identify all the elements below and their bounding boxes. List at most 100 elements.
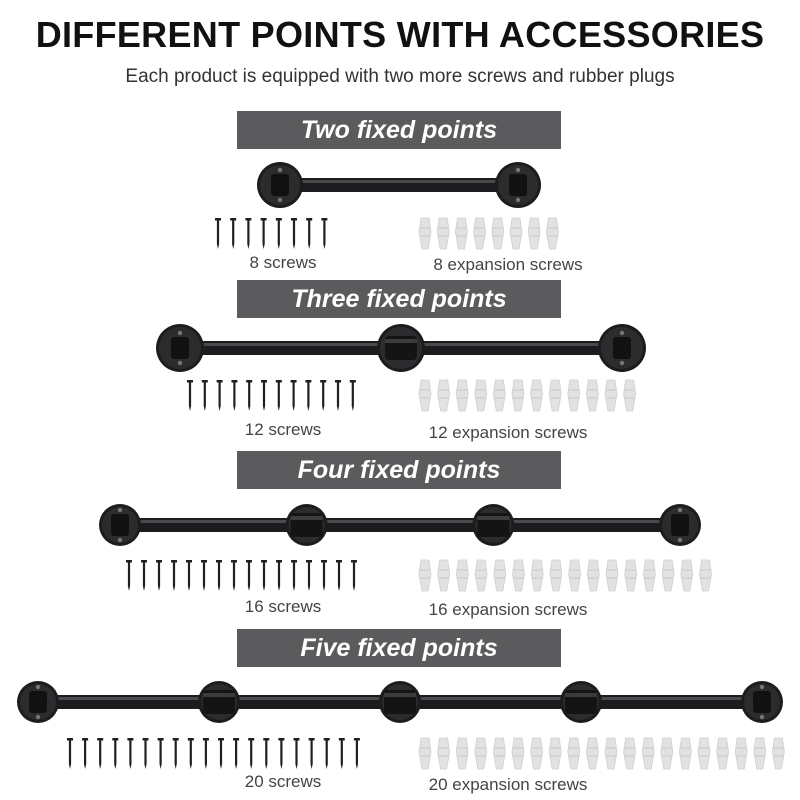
rubber-plug-icon xyxy=(697,737,711,770)
rubber-plug-icon xyxy=(624,559,638,592)
screw-icon xyxy=(338,738,345,769)
banner-four-fixed-points: Four fixed points xyxy=(237,451,561,489)
screw-icon xyxy=(306,560,312,591)
wall-flange-icon xyxy=(598,324,646,372)
screw-icon xyxy=(156,560,162,591)
screw-icon xyxy=(231,560,237,591)
screw-icon xyxy=(278,738,285,769)
screw-icon xyxy=(308,738,315,769)
rubber-plug-icon xyxy=(716,737,730,770)
screw-icon xyxy=(218,738,224,769)
screw-icon xyxy=(216,560,222,591)
handrail-3-points xyxy=(156,324,646,372)
screw-icon xyxy=(233,738,240,769)
rubber-plug-icon xyxy=(623,737,637,770)
screw-icon xyxy=(67,738,73,769)
rubber-plug-icon xyxy=(509,217,523,250)
rubber-plug-icon xyxy=(493,559,507,592)
rubber-plug-icon xyxy=(437,559,451,592)
screw-icon xyxy=(187,380,193,411)
rubber-plug-icon xyxy=(661,559,675,592)
rubber-plug-icon xyxy=(641,737,655,770)
rubber-plug-icon xyxy=(455,379,469,412)
screw-icon xyxy=(336,560,342,591)
screw-icon xyxy=(112,738,119,769)
rubber-plug-icon xyxy=(753,737,767,770)
rubber-plug-icon xyxy=(511,379,525,412)
screw-icon xyxy=(187,738,194,769)
rubber-plug-icon xyxy=(530,559,544,592)
wall-flange-icon xyxy=(285,504,328,546)
rubber-plug-icon xyxy=(418,737,432,770)
screw-icon xyxy=(353,738,360,769)
rubber-plug-icon xyxy=(567,737,581,770)
screw-icon xyxy=(246,560,252,591)
screw-icon xyxy=(126,560,132,591)
wall-flange-icon xyxy=(257,162,303,208)
screw-icon xyxy=(245,218,252,249)
plugs-label-five: 20 expansion screws xyxy=(428,775,588,794)
wall-flange-icon xyxy=(379,681,421,723)
screw-icon xyxy=(320,380,327,411)
wall-flange-icon xyxy=(495,162,541,208)
screw-icon xyxy=(201,560,207,591)
screw-icon xyxy=(275,218,282,249)
screw-icon xyxy=(291,560,297,591)
rubber-plug-icon xyxy=(491,217,505,250)
banner-two-fixed-points: Two fixed points xyxy=(237,111,561,149)
rubber-plug-icon xyxy=(455,737,469,770)
wall-flange-icon xyxy=(560,681,602,723)
rubber-plug-icon xyxy=(660,737,674,770)
screw-icon xyxy=(172,738,179,769)
rubber-plug-icon xyxy=(771,737,785,770)
rubber-plug-icon xyxy=(568,559,582,592)
screws-label-three: 12 screws xyxy=(244,420,322,439)
wall-flange-icon xyxy=(99,504,141,546)
screw-icon xyxy=(230,218,237,249)
screw-icon xyxy=(261,560,267,591)
rubber-plug-icon xyxy=(605,559,619,592)
screw-icon xyxy=(291,218,297,249)
screw-icon xyxy=(275,380,282,411)
plugs-label-three: 12 expansion screws xyxy=(428,423,588,442)
rubber-plug-icon xyxy=(549,559,563,592)
screw-icon xyxy=(335,380,341,411)
screw-icon xyxy=(321,218,328,249)
rubber-plug-icon xyxy=(734,737,748,770)
rubber-plug-icon xyxy=(530,379,544,412)
rubber-plug-icon xyxy=(474,379,488,412)
screw-icon xyxy=(293,738,300,769)
rubber-plug-icon xyxy=(473,217,487,250)
rubber-plug-icon xyxy=(623,379,637,412)
screw-icon xyxy=(349,380,356,411)
screws-label-two: 8 screws xyxy=(249,253,317,272)
screw-icon xyxy=(351,560,357,591)
wall-flange-icon xyxy=(659,504,701,546)
rubber-plug-icon xyxy=(474,559,488,592)
screw-icon xyxy=(260,218,267,249)
screw-icon xyxy=(231,380,238,411)
rubber-plug-icon xyxy=(678,737,692,770)
screw-icon xyxy=(276,560,282,591)
plugs-label-two: 8 expansion screws xyxy=(433,255,583,274)
rubber-plug-icon xyxy=(512,559,525,592)
rubber-plug-icon xyxy=(418,217,432,250)
page-subtitle: Each product is equipped with two more s… xyxy=(125,66,675,87)
plugs-label-four: 16 expansion screws xyxy=(428,600,588,619)
screw-icon xyxy=(246,380,253,411)
handrail-2-points xyxy=(257,162,541,208)
screw-icon xyxy=(82,738,89,769)
rubber-plug-icon xyxy=(527,217,541,250)
wall-flange-icon xyxy=(17,681,59,723)
screw-icon xyxy=(157,738,164,769)
wall-flange-icon xyxy=(198,681,240,723)
screws-label-four: 16 screws xyxy=(244,597,322,616)
handrail-5-points xyxy=(17,681,783,723)
wall-flange-icon xyxy=(377,324,425,372)
screw-icon xyxy=(202,738,209,769)
screw-icon xyxy=(141,560,147,591)
screw-icon xyxy=(248,738,255,769)
handrail-4-points xyxy=(99,504,701,546)
screw-icon xyxy=(127,738,134,769)
screw-icon xyxy=(201,380,208,411)
